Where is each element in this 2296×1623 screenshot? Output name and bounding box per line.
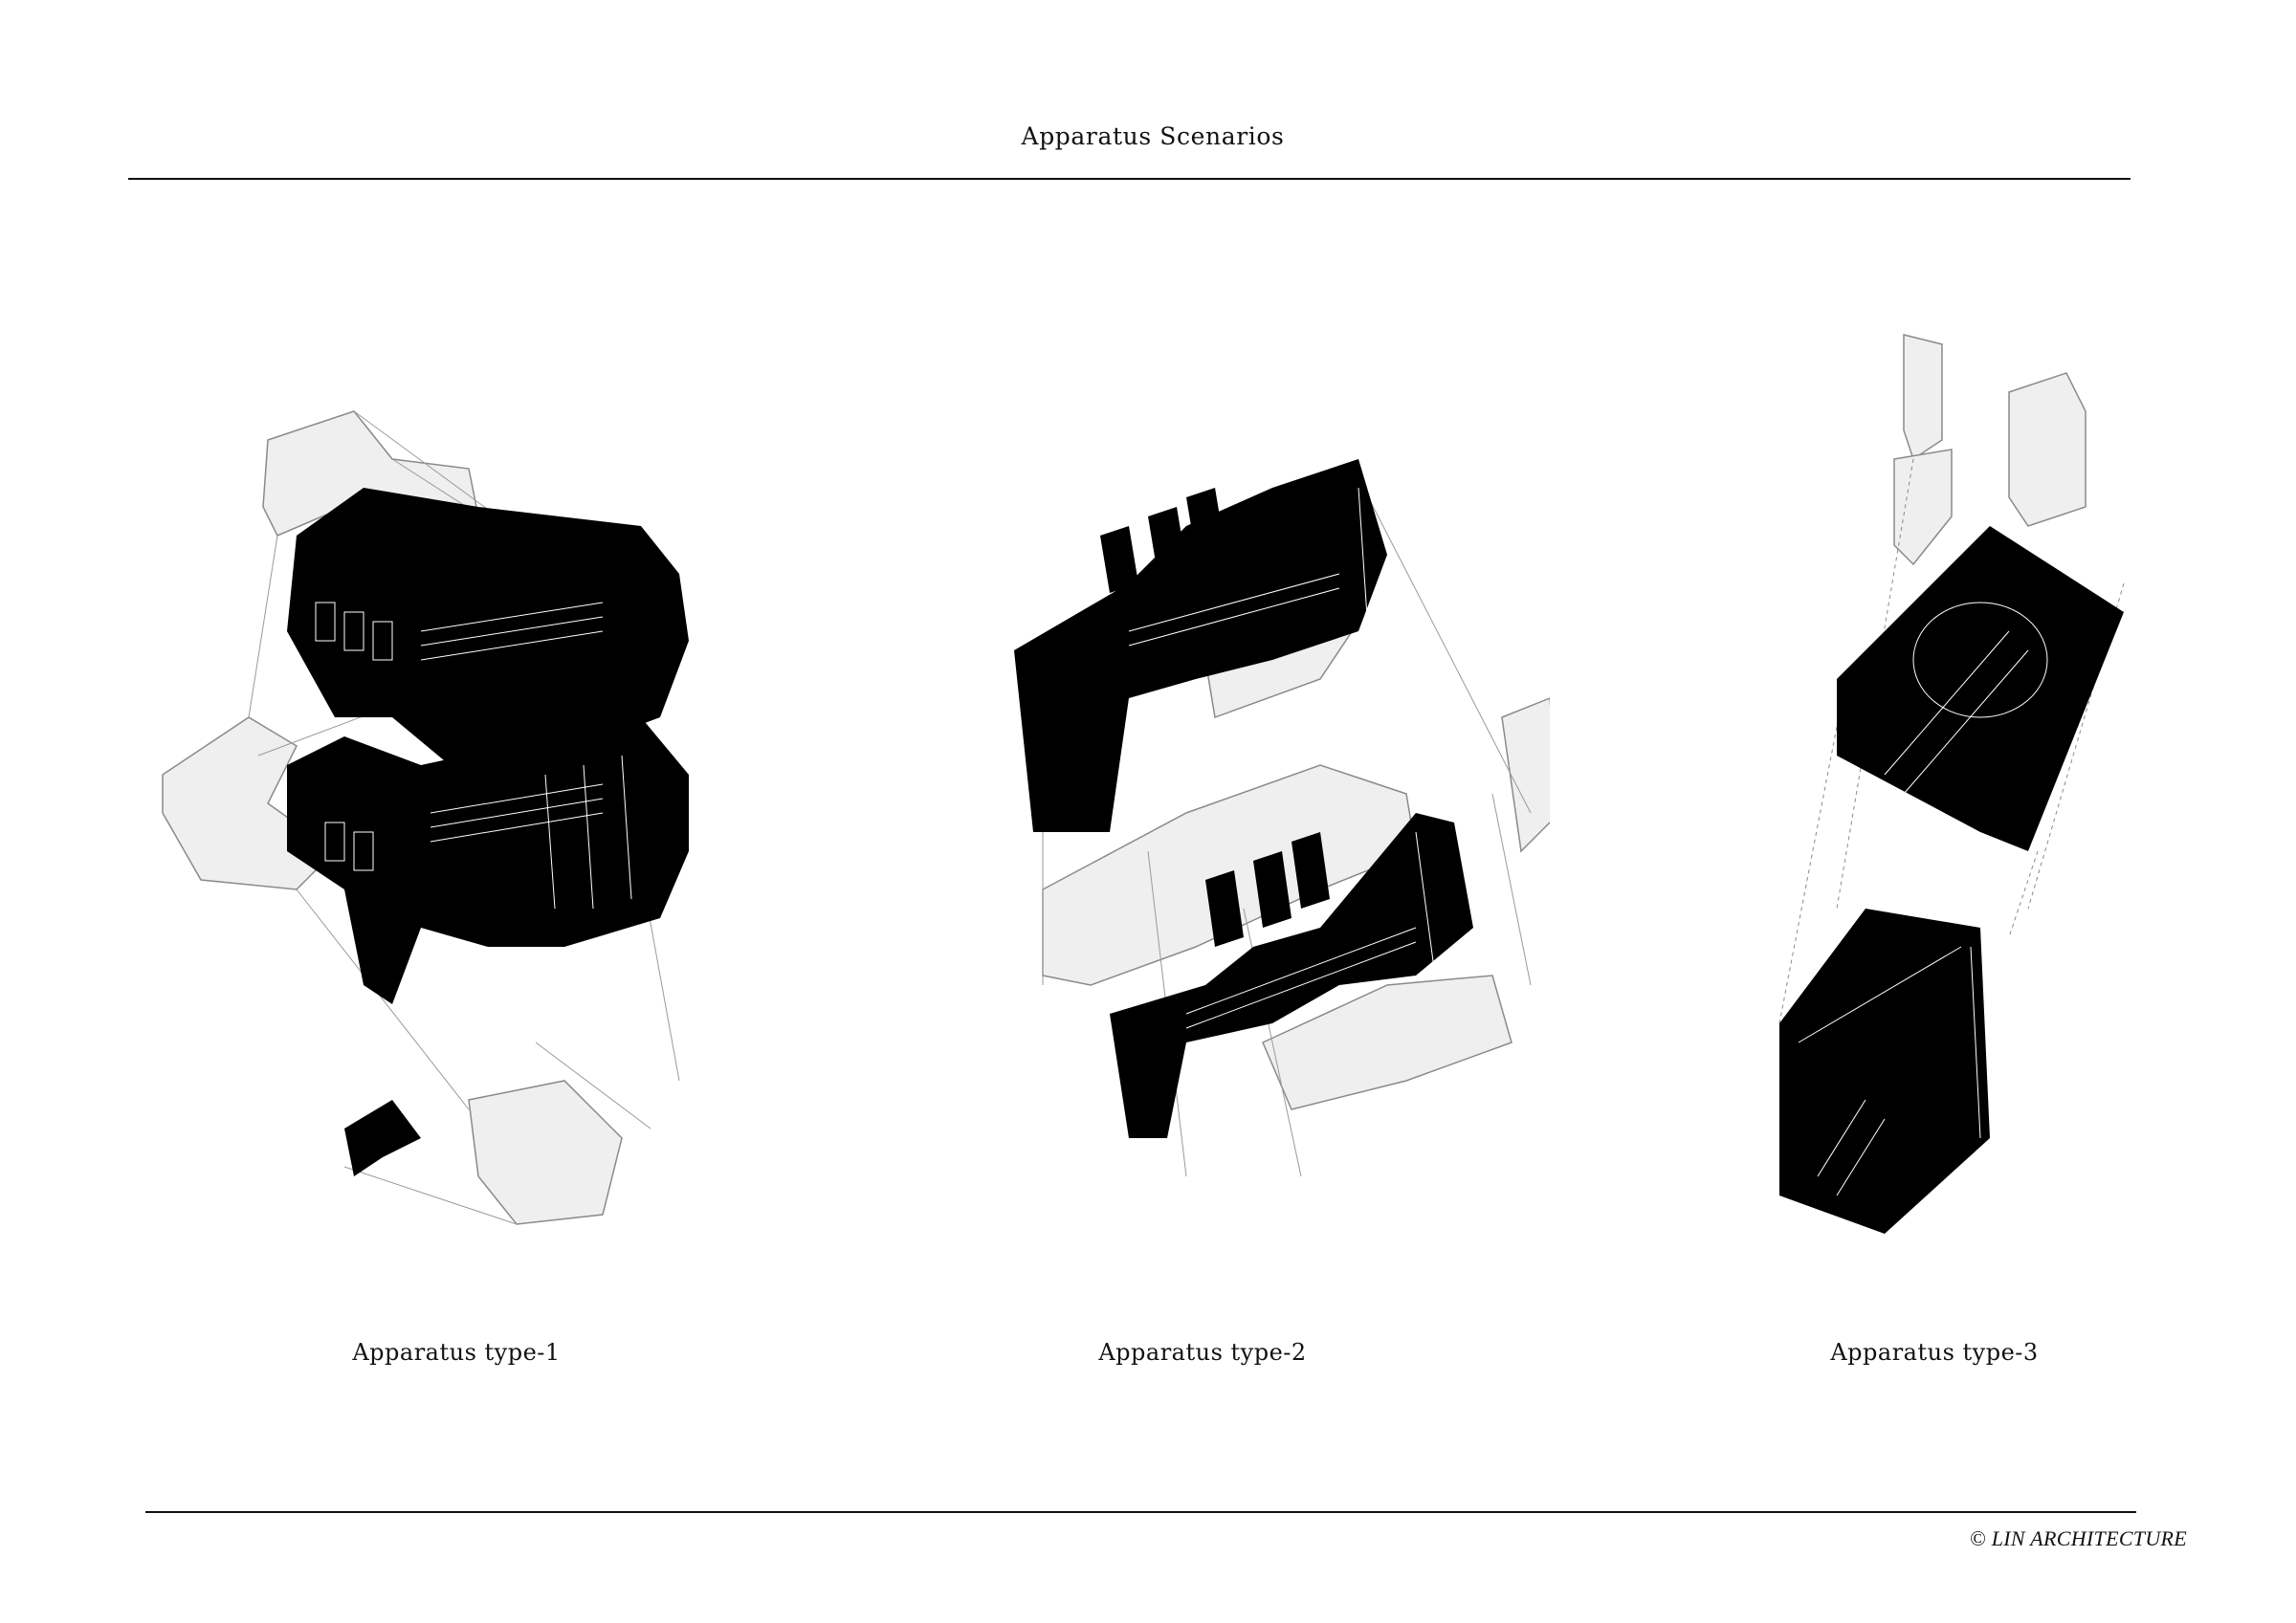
apparatus-type-1-drawing-icon <box>105 316 737 1310</box>
caption-apparatus-type-3: Apparatus type-3 <box>1830 1339 2039 1366</box>
footer-divider <box>145 1511 2136 1513</box>
apparatus-type-3-drawing-icon <box>1741 316 2143 1310</box>
caption-apparatus-type-1: Apparatus type-1 <box>352 1339 561 1366</box>
header-divider <box>128 178 2130 180</box>
page-title: Apparatus Scenarios <box>1021 122 1285 150</box>
copyright-footer: © LIN ARCHITECTURE <box>1969 1526 2187 1550</box>
caption-apparatus-type-2: Apparatus type-2 <box>1098 1339 1307 1366</box>
apparatus-type-2-drawing-icon <box>957 316 1550 1310</box>
